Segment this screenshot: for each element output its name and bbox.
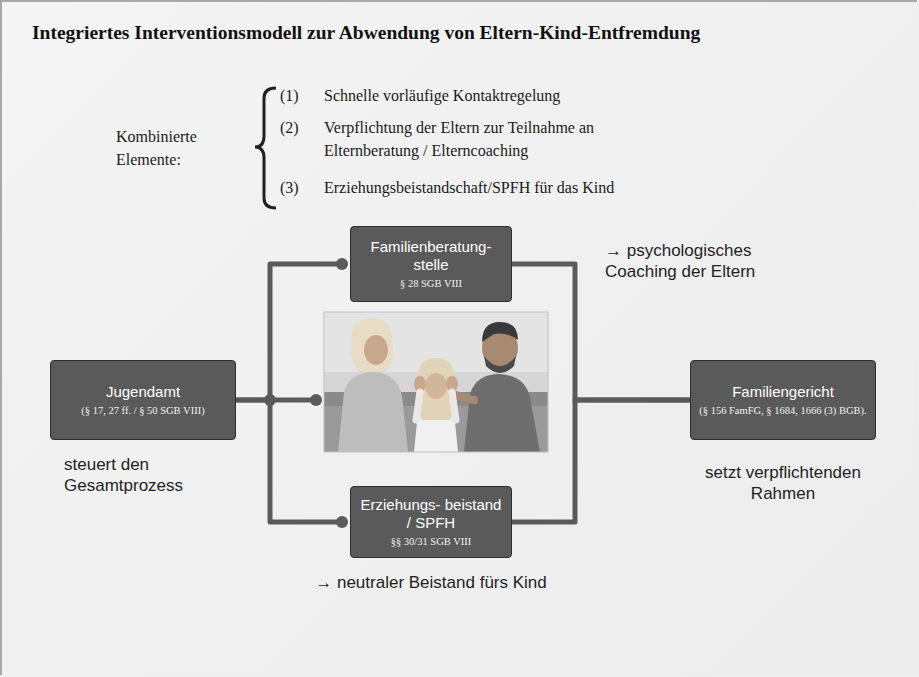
agency-box: Jugendamt (§ 17, 27 ff. / § 50 SGB VIII) — [50, 360, 236, 440]
bracket-connector — [512, 400, 690, 522]
role-caption: setzt verpflichtenden Rahmen — [690, 462, 876, 504]
list-item: Schnelle vorläufige Kontaktregelung — [324, 84, 704, 107]
connector-dot — [336, 258, 348, 270]
box-heading: Familienberatung- stelle — [359, 238, 503, 274]
connector-dot — [336, 516, 348, 528]
agency-box: Familienberatung- stelle § 28 SGB VIII — [350, 226, 512, 302]
bracket-connector — [236, 264, 342, 400]
list-number: (1) — [280, 84, 316, 107]
junction-dot — [264, 394, 276, 406]
legal-reference: § 28 SGB VIII — [359, 277, 503, 290]
list-item: Verpflichtung der Eltern zur Teilnahme a… — [324, 116, 669, 162]
agency-box: Familiengericht (§ 156 FamFG, § 1684, 166… — [690, 360, 876, 440]
bracket-connector — [236, 400, 342, 522]
list-number: (2) — [280, 116, 316, 139]
list-number: (3) — [280, 176, 316, 199]
list-heading: Kombinierte Elemente: — [116, 125, 246, 171]
list-bracket — [255, 88, 276, 208]
legal-reference: §§ 30/31 SGB VIII — [359, 535, 503, 548]
legal-reference: (§ 156 FamFG, § 1684, 1666 (3) BGB). — [699, 404, 867, 417]
family-photo — [324, 312, 548, 452]
service-node: Jugendamt (§ 17, 27 ff. / § 50 SGB VIII) s… — [50, 360, 236, 496]
diagram-title: Integriertes Interventionsmodell zur Abw… — [32, 22, 700, 44]
box-heading: Familiengericht — [699, 383, 867, 401]
service-node: Familienberatung- stelle§ 28 SGB VIII→ p… — [350, 226, 512, 302]
list-item: Erziehungsbeistandschaft/SPFH für das Ki… — [324, 176, 704, 199]
bracket-connector — [512, 264, 690, 400]
service-node: Familiengericht (§ 156 FamFG, § 1684, 166… — [690, 360, 876, 504]
photo-spur — [270, 398, 314, 403]
role-caption: → neutraler Beistand fürs Kind — [311, 572, 551, 593]
photo-dot — [310, 394, 322, 406]
box-heading: Jugendamt — [59, 383, 227, 401]
role-caption: steuert den Gesamtprozess — [50, 454, 236, 496]
legal-reference: (§ 17, 27 ff. / § 50 SGB VIII) — [59, 404, 227, 417]
agency-box: Erziehungs- beistand / SPFH §§ 30/31 SGB … — [350, 486, 512, 558]
role-caption: → psychologisches Coaching der Eltern — [605, 240, 805, 282]
service-node: Erziehungs- beistand / SPFH §§ 30/31 SGB … — [350, 486, 512, 593]
box-heading: Erziehungs- beistand / SPFH — [359, 496, 503, 532]
